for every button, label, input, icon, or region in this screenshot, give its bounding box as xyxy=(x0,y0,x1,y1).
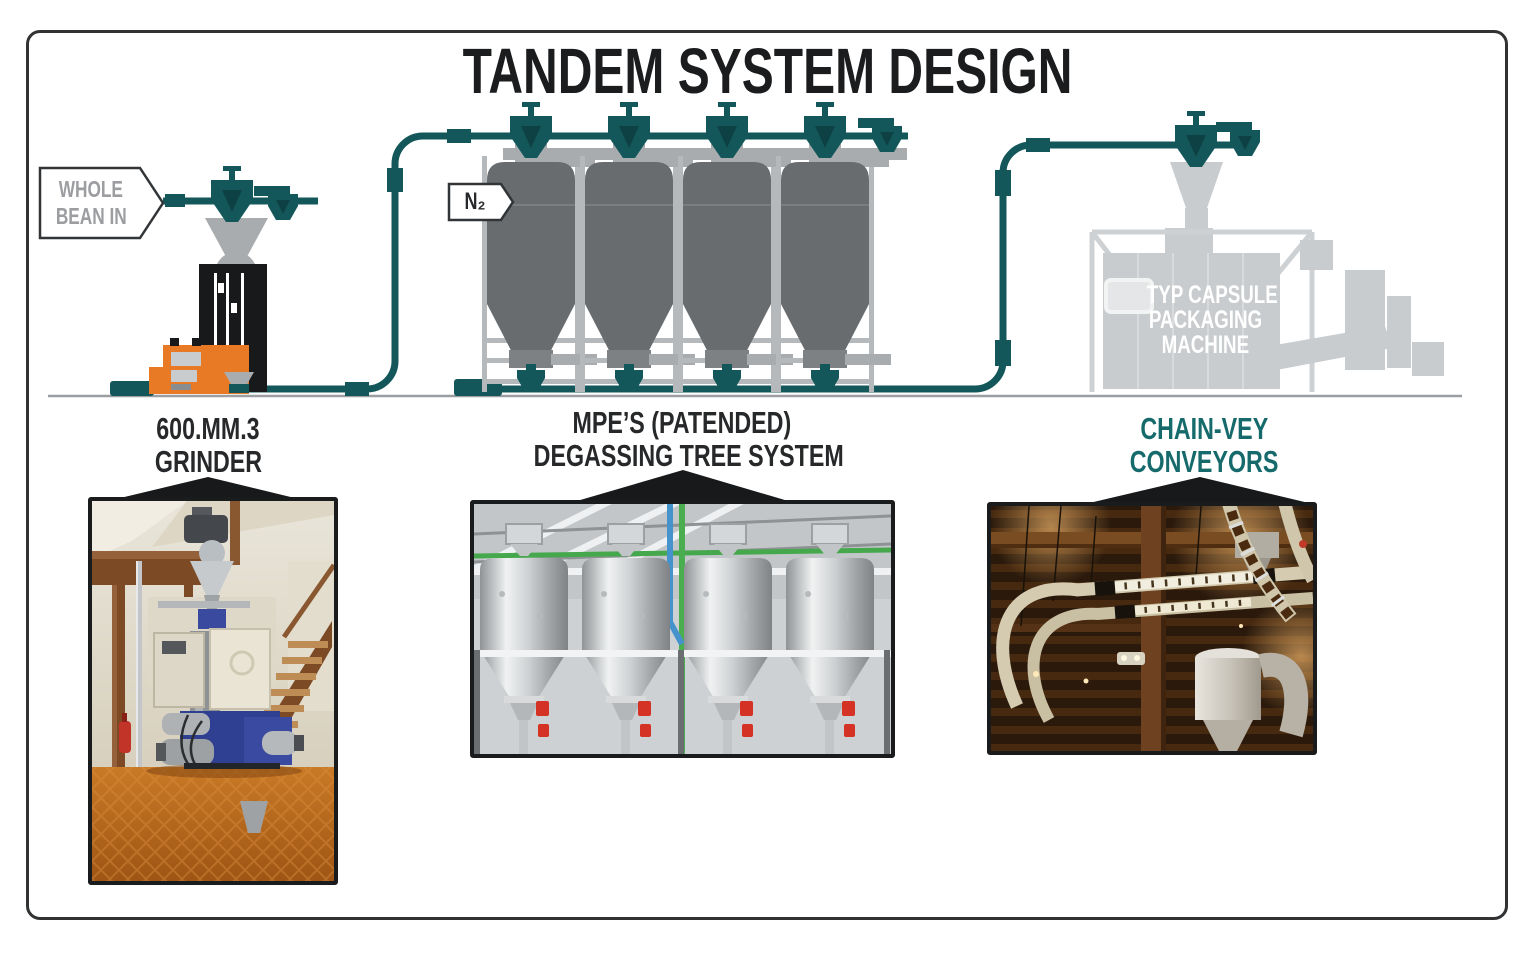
section-label-grinder: 600.MM.3 GRINDER xyxy=(154,411,262,479)
pointer-triangle-grinder xyxy=(112,477,303,500)
grinder-photo xyxy=(88,497,338,885)
degassing-tanks-photo xyxy=(470,500,895,758)
page-title: TANDEM SYSTEM DESIGN xyxy=(0,34,1536,108)
capsule-packaging-machine-label: TYP CAPSULE PACKAGING MACHINE xyxy=(1146,281,1278,359)
capsule-packaging-machine-silhouette xyxy=(1089,162,1444,392)
pointer-triangle-degassing xyxy=(570,470,795,503)
whole-bean-in-label: WHOLE BEAN IN xyxy=(55,176,127,229)
photo-pointer-triangles xyxy=(112,470,1313,504)
machine-window xyxy=(1104,278,1154,314)
degassing-silos-icon xyxy=(481,143,908,393)
outer-border-frame xyxy=(26,30,1508,920)
silos-to-packaging-pipe xyxy=(500,141,1252,393)
n2-callout-box xyxy=(447,182,515,222)
pointer-triangle-chainvey xyxy=(1085,477,1313,504)
whole-bean-in-callout-box xyxy=(38,166,165,240)
section-label-chainvey: CHAIN-VEY CONVEYORS xyxy=(1129,411,1279,479)
section-label-degassing: MPE’S (PATENDED) DEGASSING TREE SYSTEM xyxy=(533,405,844,473)
grinder-to-silos-pipe xyxy=(152,132,908,393)
n2-label: N₂ xyxy=(464,188,486,215)
page-title-text: TANDEM SYSTEM DESIGN xyxy=(463,35,1073,107)
grinder-icon xyxy=(149,218,268,394)
pipe-network xyxy=(110,129,1252,396)
chainvey-conveyors-photo xyxy=(987,502,1317,755)
